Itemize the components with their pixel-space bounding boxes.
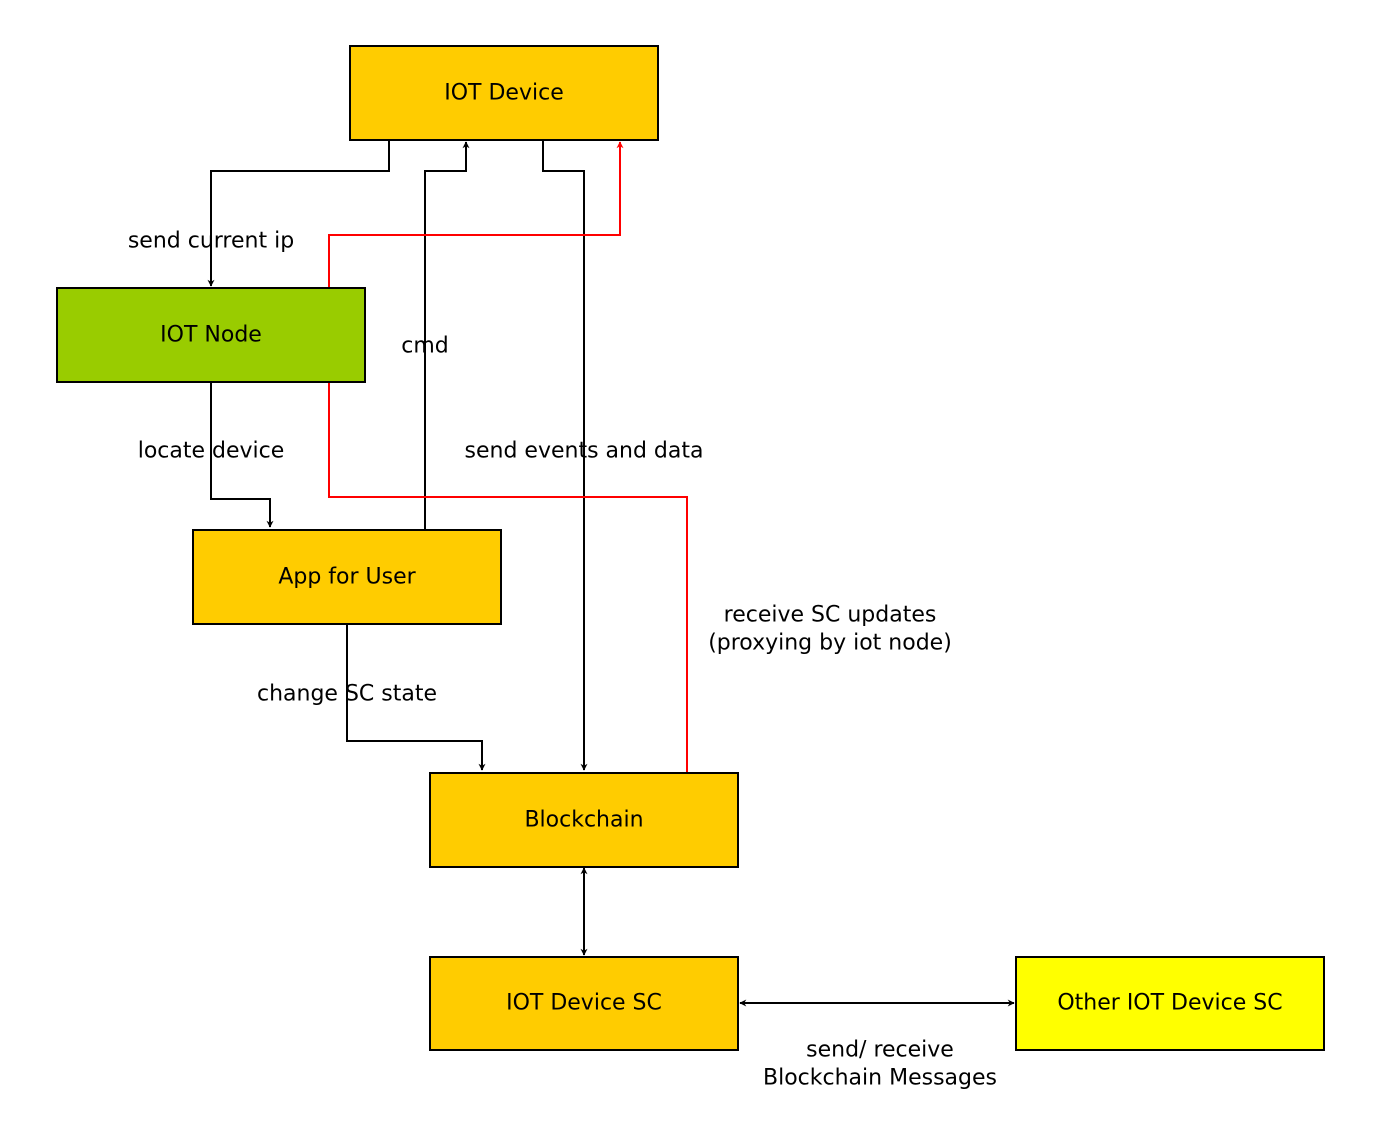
node-iot-device[interactable]: IOT Device: [349, 45, 659, 141]
node-iot-device-sc[interactable]: IOT Device SC: [429, 956, 739, 1051]
node-iot-device-sc-box: [429, 956, 739, 1051]
node-iot-device-label: IOT Device: [444, 81, 563, 106]
label-send-events: send events and data: [465, 439, 704, 464]
node-blockchain-label: Blockchain: [524, 808, 643, 833]
label-sc-messages-line1: send/ receive: [806, 1038, 954, 1063]
node-other-iot-device-sc[interactable]: Other IOT Device SC: [1015, 956, 1325, 1051]
edge-cmd: [424, 141, 470, 530]
label-send-current-ip: send current ip: [128, 229, 294, 254]
edge-locate-device: [210, 382, 274, 528]
node-app-for-user-box: [192, 529, 502, 625]
label-locate-device: locate device: [138, 439, 285, 464]
edge-change-sc-state: [346, 624, 486, 771]
node-iot-node-label: IOT Node: [160, 323, 262, 348]
node-other-iot-device-sc-label: Other IOT Device SC: [1057, 991, 1282, 1016]
node-iot-device-sc-label: IOT Device SC: [506, 991, 662, 1016]
label-receive-sc-updates-line1: receive SC updates: [724, 603, 937, 628]
node-other-iot-device-sc-box: [1015, 956, 1325, 1051]
label-receive-sc-updates-line2: (proxying by iot node): [708, 631, 952, 656]
edge-send-events: [542, 140, 588, 771]
edge-send-current-ip: [207, 140, 390, 287]
label-sc-messages-line2: Blockchain Messages: [763, 1066, 997, 1091]
node-app-for-user-label: App for User: [278, 565, 416, 590]
node-iot-device-box: [349, 45, 659, 141]
node-iot-node-box: [56, 287, 366, 383]
node-iot-node[interactable]: IOT Node: [56, 287, 366, 383]
node-app-for-user[interactable]: App for User: [192, 529, 502, 625]
label-change-sc-state: change SC state: [257, 682, 437, 707]
label-cmd: cmd: [401, 334, 449, 359]
node-blockchain-box: [429, 772, 739, 868]
node-blockchain[interactable]: Blockchain: [429, 772, 739, 868]
